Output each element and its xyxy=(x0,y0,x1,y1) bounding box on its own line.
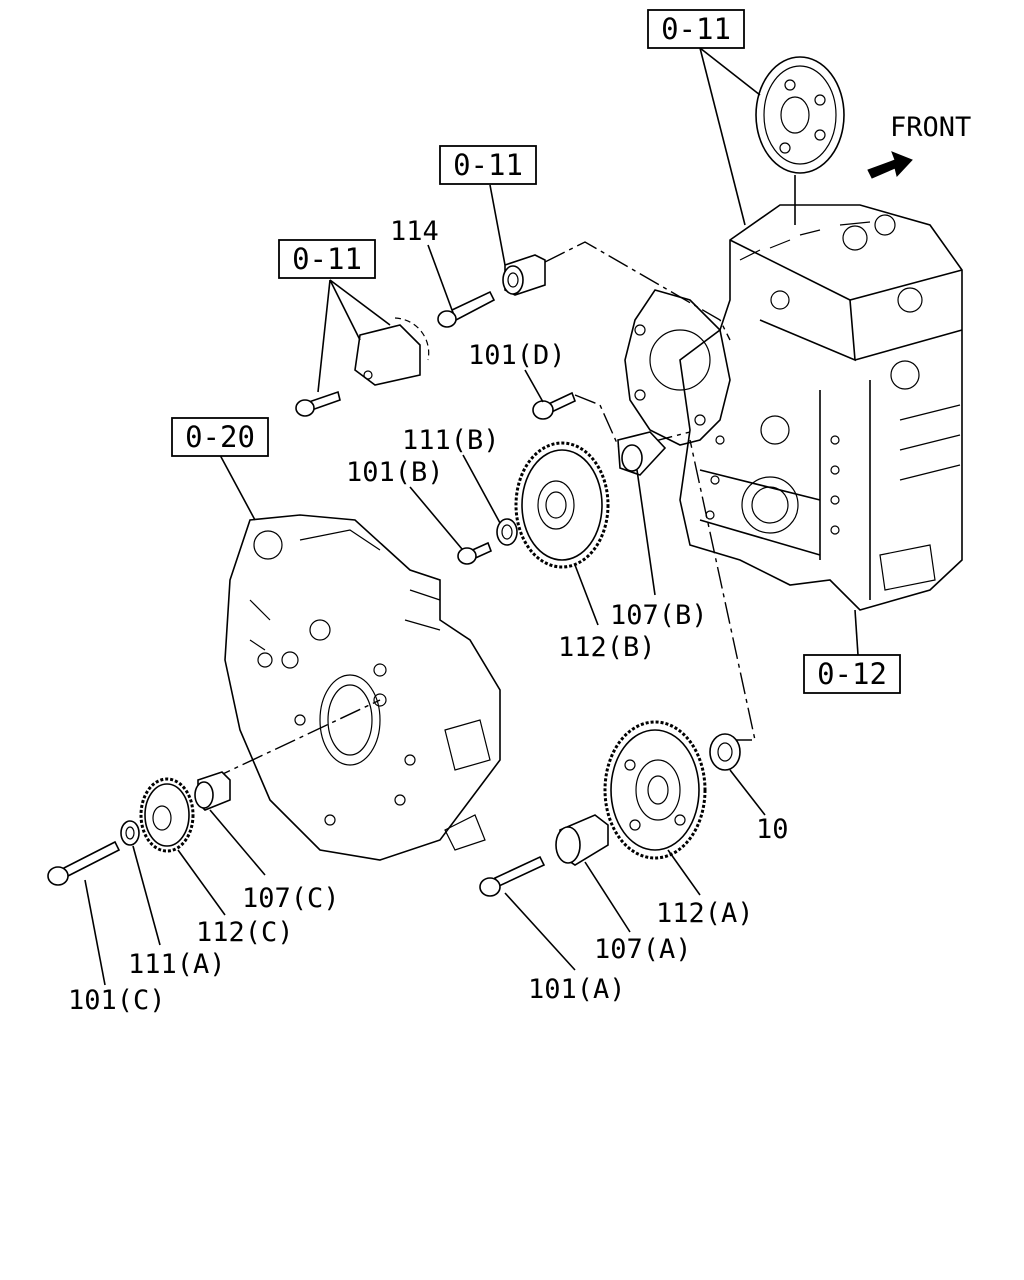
shaft-107-a xyxy=(555,814,609,866)
group-ref-box-top[interactable]: 0-11 xyxy=(647,9,745,49)
front-arrow-icon xyxy=(867,151,913,179)
callout-101-b[interactable]: 101(B) xyxy=(346,457,444,488)
group-ref-box-left[interactable]: 0-11 xyxy=(278,239,376,279)
group-ref-box-block[interactable]: 0-12 xyxy=(803,654,901,694)
shaft-107-b xyxy=(617,431,667,476)
group-ref-box-middle[interactable]: 0-11 xyxy=(439,145,537,185)
washer-10 xyxy=(709,733,741,771)
callout-114[interactable]: 114 xyxy=(390,216,439,247)
engine-block xyxy=(679,204,963,611)
group-ref-text: 0-12 xyxy=(817,657,887,691)
bolt-101-c xyxy=(47,840,121,886)
idle-gear-top xyxy=(755,56,845,174)
washer-111-b xyxy=(496,518,518,546)
callout-107-c[interactable]: 107(C) xyxy=(242,883,340,914)
leader-lines xyxy=(84,47,859,986)
washer-111-a xyxy=(120,820,140,846)
front-direction-label: FRONT xyxy=(890,112,971,143)
group-ref-text: 0-11 xyxy=(453,148,523,182)
callout-112-c[interactable]: 112(C) xyxy=(196,917,294,948)
bolt-114 xyxy=(437,290,496,328)
shaft-107-c xyxy=(194,771,231,811)
cover-bolt xyxy=(295,390,341,417)
group-ref-text: 0-11 xyxy=(292,242,362,276)
callout-112-a[interactable]: 112(A) xyxy=(656,898,754,929)
callout-101-d[interactable]: 101(D) xyxy=(468,340,566,371)
callout-10[interactable]: 10 xyxy=(756,814,789,845)
group-ref-box-housing[interactable]: 0-20 xyxy=(171,417,269,457)
gear-112-a xyxy=(603,720,707,860)
callout-107-a[interactable]: 107(A) xyxy=(594,934,692,965)
group-ref-text: 0-20 xyxy=(185,420,255,454)
callout-107-b[interactable]: 107(B) xyxy=(610,600,708,631)
bolt-101-b xyxy=(457,541,493,565)
callout-111-a[interactable]: 111(A) xyxy=(128,949,226,980)
callout-112-b[interactable]: 112(B) xyxy=(558,632,656,663)
bolt-101-a xyxy=(479,855,546,897)
gear-shaft-bushing xyxy=(502,254,546,296)
gear-112-b xyxy=(514,441,610,569)
gear-112-c xyxy=(139,777,195,853)
cover-plate xyxy=(354,317,430,386)
callout-101-a[interactable]: 101(A) xyxy=(528,974,626,1005)
callout-111-b[interactable]: 111(B) xyxy=(402,425,500,456)
callout-101-c[interactable]: 101(C) xyxy=(68,985,166,1016)
flywheel-housing xyxy=(224,514,501,861)
group-ref-text: 0-11 xyxy=(661,12,731,46)
